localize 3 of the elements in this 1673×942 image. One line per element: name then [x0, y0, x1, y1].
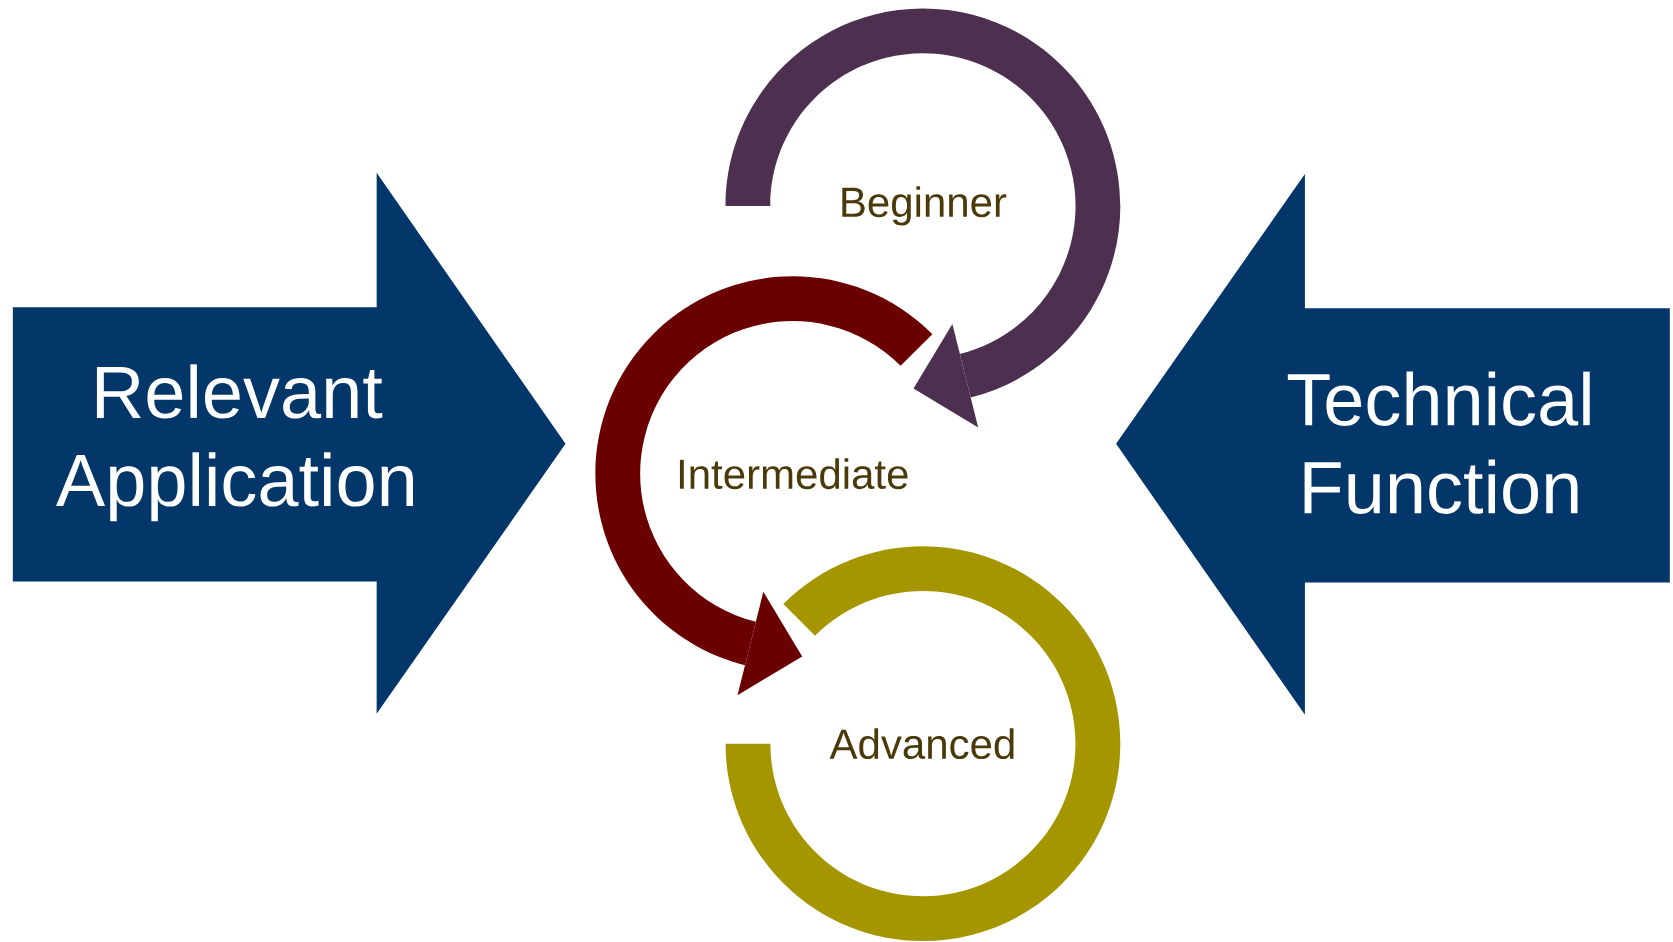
- circular-band: Advanced: [725, 546, 1121, 941]
- circular-band: Beginner: [725, 8, 1121, 428]
- circular-band: Intermediate: [595, 276, 933, 696]
